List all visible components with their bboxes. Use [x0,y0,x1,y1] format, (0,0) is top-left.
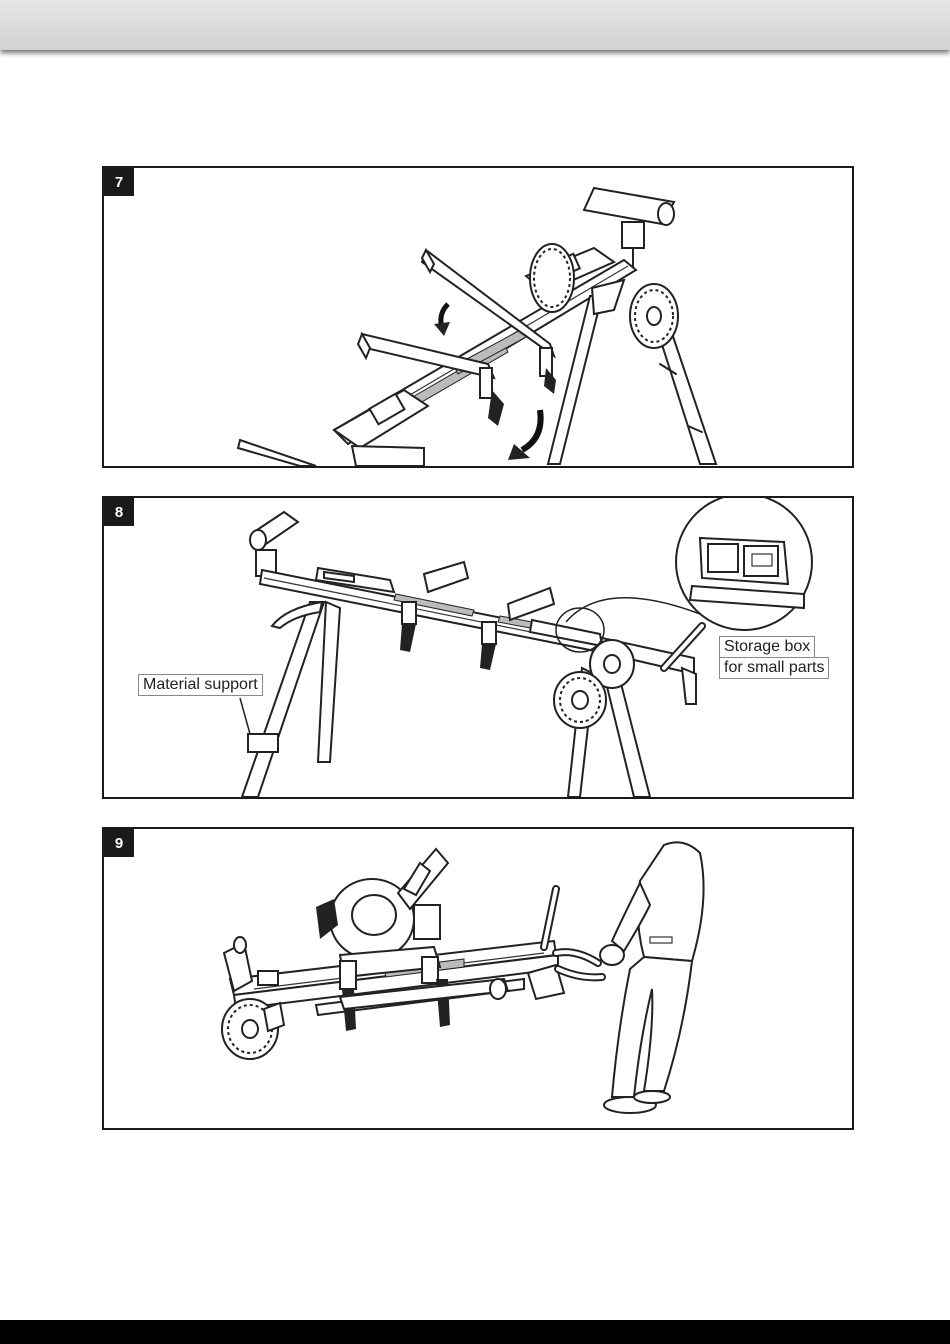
rotation-arrow-upper [434,304,450,336]
rotation-arrow-lower [508,410,541,460]
figure-7-illustration [104,168,852,466]
wheel-rear [530,244,574,312]
material-support-leader [240,698,250,734]
footer-band [0,1320,950,1344]
wheel-front [630,284,678,348]
carry-handle [556,952,602,977]
material-support-label: Material support [138,674,263,696]
tool-tray-near [334,390,428,448]
figure-9-panel: 9 [102,827,854,1130]
storage-box-inset [676,498,812,630]
figure-9-illustration [104,829,852,1128]
wheel [222,999,284,1059]
figure-7-panel: 7 [102,166,854,468]
figure-8-panel: 8 [102,496,854,799]
person-carrying-stand [600,842,704,1113]
wheel-right [554,672,606,728]
roller-support-left [250,512,298,576]
stand-legs [242,602,696,797]
header-band [0,0,950,50]
storage-box-label-line2: for small parts [719,657,829,679]
storage-box-label-line1: Storage box [719,636,815,658]
lower-left-support [238,440,424,466]
